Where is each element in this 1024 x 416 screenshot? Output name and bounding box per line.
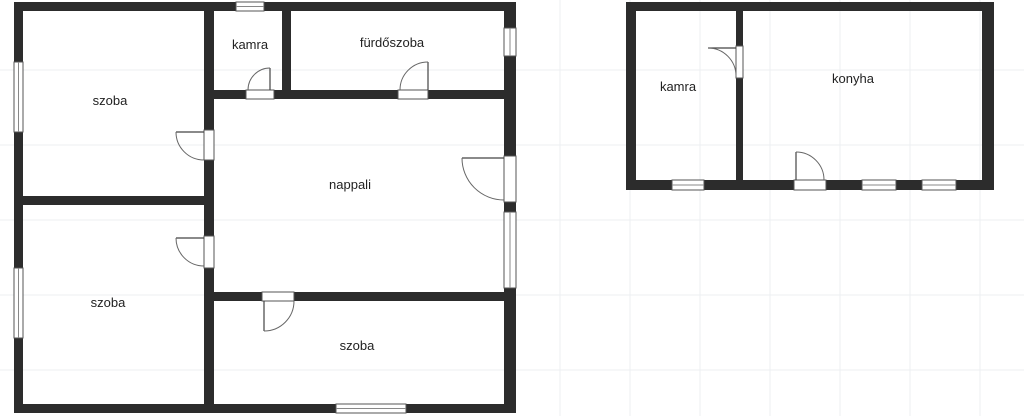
outer-wall-bottom <box>14 404 516 413</box>
outbuilding: kamra konyha <box>626 2 994 191</box>
outbuilding-wall-left <box>626 2 636 190</box>
door-szoba-top <box>175 129 215 161</box>
outer-wall-top <box>14 2 516 11</box>
window-left-szoba-top <box>13 61 24 133</box>
room-label-konyha: konyha <box>832 71 875 86</box>
door-furdoszoba <box>397 61 429 100</box>
outbuilding-wall-divider <box>736 2 743 190</box>
room-label-szoba-top-left: szoba <box>93 93 128 108</box>
outbuilding-wall-top <box>626 2 994 11</box>
room-label-furdoszoba: fürdőszoba <box>360 35 425 50</box>
room-label-szoba-bottom-mid: szoba <box>340 338 375 353</box>
outbuilding-wall-right <box>982 2 994 190</box>
window-right-furdo <box>503 27 517 57</box>
window-left-szoba-bottom <box>13 267 24 339</box>
window-right-nappali <box>503 211 517 289</box>
outer-wall-right <box>504 2 516 413</box>
outbuilding-window-1 <box>671 179 705 191</box>
wall-kamra-furdo <box>282 2 291 96</box>
main-house: kamra fürdőszoba szoba nappali szoba szo… <box>13 1 517 414</box>
wall-v-left-column <box>204 2 214 413</box>
door-szoba-bottom-left <box>175 235 215 269</box>
door-konyha <box>793 151 827 191</box>
wall-h-top-rooms <box>204 90 516 99</box>
room-label-szoba-bottom-left: szoba <box>91 295 126 310</box>
door-szoba-bottom-mid <box>261 291 295 332</box>
outer-wall-left <box>14 2 23 413</box>
window-bottom-szoba <box>335 403 407 414</box>
room-label-nappali: nappali <box>329 177 371 192</box>
wall-h-left-rooms <box>14 196 214 205</box>
door-kamra <box>245 67 275 100</box>
door-nappali-right <box>461 155 517 203</box>
outbuilding-window-2 <box>861 179 897 191</box>
room-label-kamra: kamra <box>232 37 269 52</box>
room-label-kamra-outbuilding: kamra <box>660 79 697 94</box>
door-outbuilding-kamra <box>707 45 744 79</box>
window-top-kamra <box>235 1 265 12</box>
outbuilding-window-3 <box>921 179 957 191</box>
wall-h-nappali-bottom <box>204 292 516 301</box>
